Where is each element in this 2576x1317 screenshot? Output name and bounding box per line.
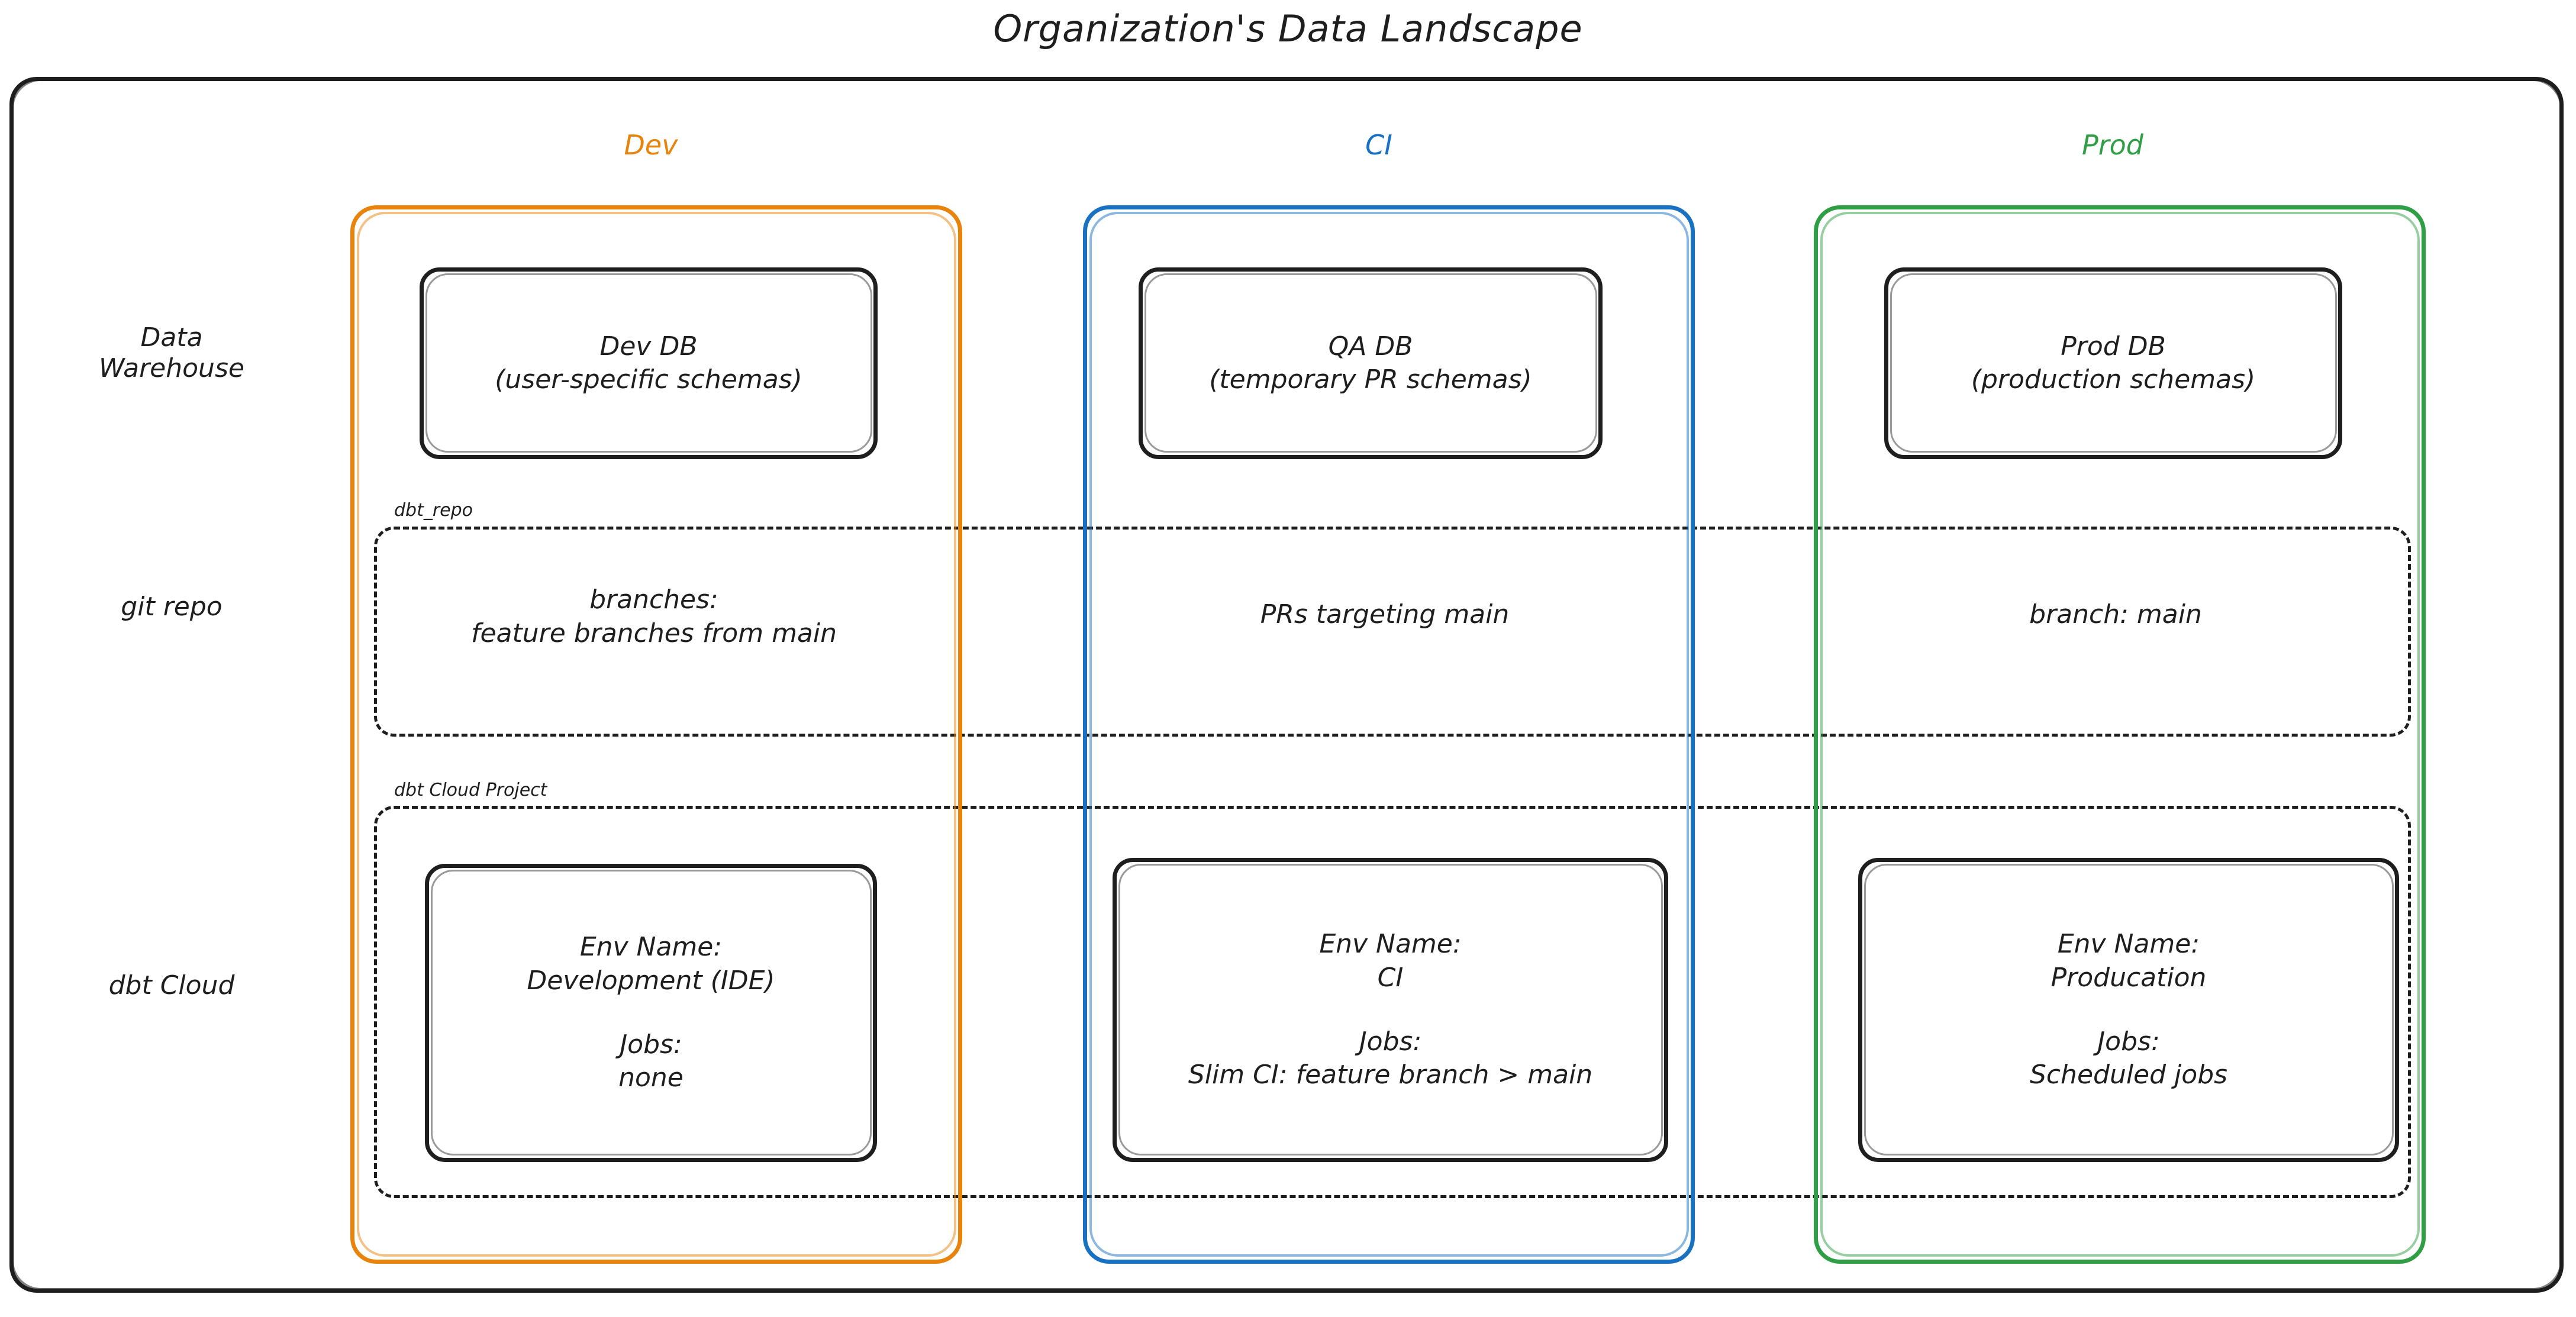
env-column-prod [1814,205,2426,1264]
node-dbt-cloud-dev-ghost [431,870,872,1155]
node-dbt-cloud-prod-ghost [1864,864,2394,1155]
node-dbt-cloud-ci-jobs-label: Jobs: [1359,1027,1422,1057]
env-column-ci [1083,205,1695,1264]
node-dbt-cloud-prod-env-label: Env Name: [2057,929,2200,960]
node-dbt-cloud-ci-jobs-value: Slim CI: feature branch > main [1188,1060,1593,1090]
page-title: Organization's Data Landscape [993,7,1583,50]
node-dbt-cloud-ci-ghost [1118,864,1663,1155]
node-dev-db-title: Dev DB [599,331,698,361]
node-dbt-cloud-ci-env-label: Env Name: [1319,929,1462,960]
node-dbt-cloud-prod-env-value: Producation [2051,962,2207,993]
git-repo-dev-line1: branches: [589,585,718,615]
node-dbt-cloud-dev-jobs-value: none [618,1063,684,1093]
group-container-dbt-cloud-project [374,806,2411,1198]
row-label-data-warehouse-line2: Warehouse [99,353,244,383]
diagram-outer-frame [9,77,2564,1293]
node-qa-db-title: QA DB [1328,331,1413,361]
git-repo-text-prod: branch: main [2029,599,2202,630]
node-dbt-cloud-ci-env-value: CI [1377,962,1404,993]
row-label-data-warehouse: Data Warehouse [36,322,308,384]
node-dbt-cloud-dev-env-label: Env Name: [579,932,723,963]
row-label-dbt-cloud: dbt Cloud [108,970,235,1000]
node-dbt-cloud-dev[interactable]: Env Name: Development (IDE) Jobs: none [425,864,877,1162]
group-label-dbt-repo: dbt_repo [394,500,473,521]
node-dbt-cloud-dev-jobs-label: Jobs: [620,1029,682,1060]
node-prod-db-subtitle: (production schemas) [1971,364,2256,395]
node-prod-db-title: Prod DB [2061,331,2166,361]
node-dbt-cloud-prod[interactable]: Env Name: Producation Jobs: Scheduled jo… [1858,858,2399,1162]
node-dbt-cloud-dev-env-value: Development (IDE) [527,965,775,996]
column-header-ci: CI [1365,129,1392,161]
group-label-dbt-cloud-project: dbt Cloud Project [394,780,547,800]
outer-frame-border-ghost [11,79,2562,1290]
node-dbt-cloud-ci[interactable]: Env Name: CI Jobs: Slim CI: feature bran… [1113,858,1668,1162]
node-prod-db[interactable]: Prod DB (production schemas) [1884,267,2342,459]
env-column-dev [350,205,962,1264]
env-column-dev-ghost [357,212,956,1257]
env-column-ci-ghost [1089,212,1689,1257]
column-header-prod: Prod [2082,129,2143,161]
git-repo-text-dev: branches: feature branches from main [379,583,929,650]
node-qa-db[interactable]: QA DB (temporary PR schemas) [1139,267,1603,459]
node-dev-db-subtitle: (user-specific schemas) [495,364,802,395]
node-dev-db[interactable]: Dev DB (user-specific schemas) [420,267,878,459]
node-dbt-cloud-prod-jobs-value: Scheduled jobs [2029,1060,2228,1090]
git-repo-text-ci: PRs targeting main [1260,599,1510,630]
git-repo-dev-line2: feature branches from main [470,618,837,649]
group-container-dbt-repo [374,527,2411,737]
row-label-data-warehouse-line1: Data [140,322,203,353]
node-qa-db-subtitle: (temporary PR schemas) [1209,364,1532,395]
column-header-dev: Dev [624,129,678,161]
node-dbt-cloud-prod-jobs-label: Jobs: [2097,1027,2160,1057]
row-label-git-repo: git repo [121,592,223,622]
env-column-prod-ghost [1820,212,2420,1257]
